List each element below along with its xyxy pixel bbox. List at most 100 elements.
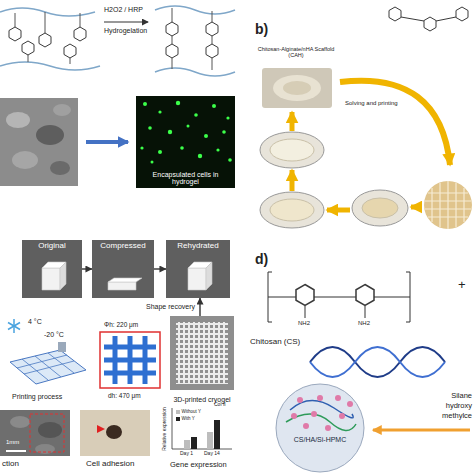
crosslinked-network <box>172 58 173 69</box>
flow-arrow <box>327 208 350 213</box>
group-label: NH2 <box>298 320 310 327</box>
cryogel-cube <box>188 268 206 290</box>
reagent-label: H2O2 / HRP <box>104 6 143 14</box>
printing-platform <box>10 342 86 384</box>
printed-scaffold <box>428 192 468 193</box>
sample-photo <box>92 240 154 298</box>
axis-title: Relative expression <box>162 407 168 451</box>
fluorescence-image <box>136 96 235 188</box>
polymer-chain <box>0 8 100 70</box>
crosslinked-network <box>212 58 213 70</box>
fluorescence-image <box>176 101 180 105</box>
process-arrow <box>86 142 128 143</box>
scaffold-photo: Chitosan-Alginate/nHA Scaffold (CAH) <box>250 44 342 110</box>
fluorescence-image <box>151 161 154 164</box>
dimension-label: dh: 470 μm <box>108 392 141 399</box>
polymer-chain <box>70 58 71 64</box>
reaction-arrow <box>104 21 148 22</box>
printed-scaffold <box>428 216 468 217</box>
snowflake-symbol <box>8 323 20 330</box>
node-text: Original <box>38 242 66 251</box>
sem-image <box>0 410 70 456</box>
node-text: Compressed <box>100 242 145 251</box>
petri-dish <box>260 132 408 228</box>
bar-chart <box>172 449 232 450</box>
polymer-chain <box>74 27 86 41</box>
printed-scaffold <box>425 181 471 229</box>
connector-arrow <box>154 268 166 269</box>
fluorescence-image <box>194 113 198 117</box>
polymer-chain <box>80 13 81 27</box>
fluorescence-image <box>148 126 152 130</box>
printing-platform <box>17 353 74 380</box>
snowflake-symbol <box>8 323 20 330</box>
fluorescence-image <box>158 110 161 113</box>
cryogel-cube <box>108 282 136 290</box>
printed-scaffold <box>425 208 471 209</box>
circle-outline <box>276 384 364 472</box>
cryogel-cube <box>60 262 66 290</box>
printing-platform <box>17 355 67 368</box>
sem-image <box>6 450 26 452</box>
fluorescence-image <box>168 130 172 134</box>
polymer-chain <box>28 55 29 62</box>
sem-image <box>30 414 64 452</box>
sample-photo: Rehydrated <box>166 240 230 298</box>
printed-scaffold <box>439 183 440 227</box>
printed-scaffold <box>424 181 472 229</box>
process-arrow <box>86 140 128 144</box>
group-label: NH2 <box>358 320 370 327</box>
fluorescence-image <box>226 116 229 119</box>
polymer-chain <box>0 62 100 70</box>
caption-label: Cell adhesion <box>86 460 134 469</box>
compound-label: Chitosan (CS) <box>250 338 300 347</box>
double-helix <box>310 347 445 377</box>
crosslinked-network <box>155 68 235 76</box>
sem-image <box>53 104 71 116</box>
fluorescence-image <box>140 146 143 149</box>
process-label: Solving and printing <box>345 100 398 107</box>
sem-image <box>0 410 70 456</box>
zoom-box <box>100 332 160 388</box>
hydrogel-circle: CS/HA/Si-HPMC <box>272 382 368 474</box>
cell-photo <box>80 410 150 456</box>
fluorescence-image <box>228 158 232 162</box>
crosslinked-network <box>212 36 213 44</box>
edge-label: Shape recovery <box>145 303 196 311</box>
snowflake-symbol <box>8 319 20 333</box>
particle <box>325 425 331 431</box>
sample-photo <box>22 240 230 298</box>
printing-platform <box>10 350 86 384</box>
cryogel-cube <box>42 268 60 290</box>
chitosan-structure <box>268 272 410 322</box>
cryogel-photo <box>176 322 228 384</box>
sample-photo <box>166 240 230 298</box>
polymer-chain <box>0 8 95 16</box>
polymer-chain <box>22 41 34 55</box>
fluorescence-image <box>216 148 219 151</box>
flow-arrow <box>340 81 450 165</box>
node-text: Rehydrated <box>177 242 218 251</box>
particle <box>303 423 309 429</box>
fluorescence-image <box>136 96 235 188</box>
sample-photo <box>22 240 82 298</box>
caption-label: Printing process <box>12 393 62 401</box>
petri-dish <box>260 132 324 168</box>
chemical-structure <box>436 17 456 21</box>
zoom-box <box>104 371 156 376</box>
cryogel-photo <box>170 316 234 390</box>
reaction-arrow <box>104 22 148 23</box>
compound-label: Silane <box>451 392 472 400</box>
crosslinked-network <box>172 36 173 44</box>
polymer-chain <box>15 13 16 27</box>
flow-arrow <box>290 170 295 191</box>
chart-title: Col II <box>214 402 226 408</box>
axis-tick: Day 1 <box>180 451 193 457</box>
polymer-fiber <box>286 414 356 431</box>
sem-image <box>10 416 30 428</box>
scaffold-photo <box>262 68 332 108</box>
fluorescence-image <box>222 130 226 134</box>
chitosan-structure <box>296 285 314 306</box>
